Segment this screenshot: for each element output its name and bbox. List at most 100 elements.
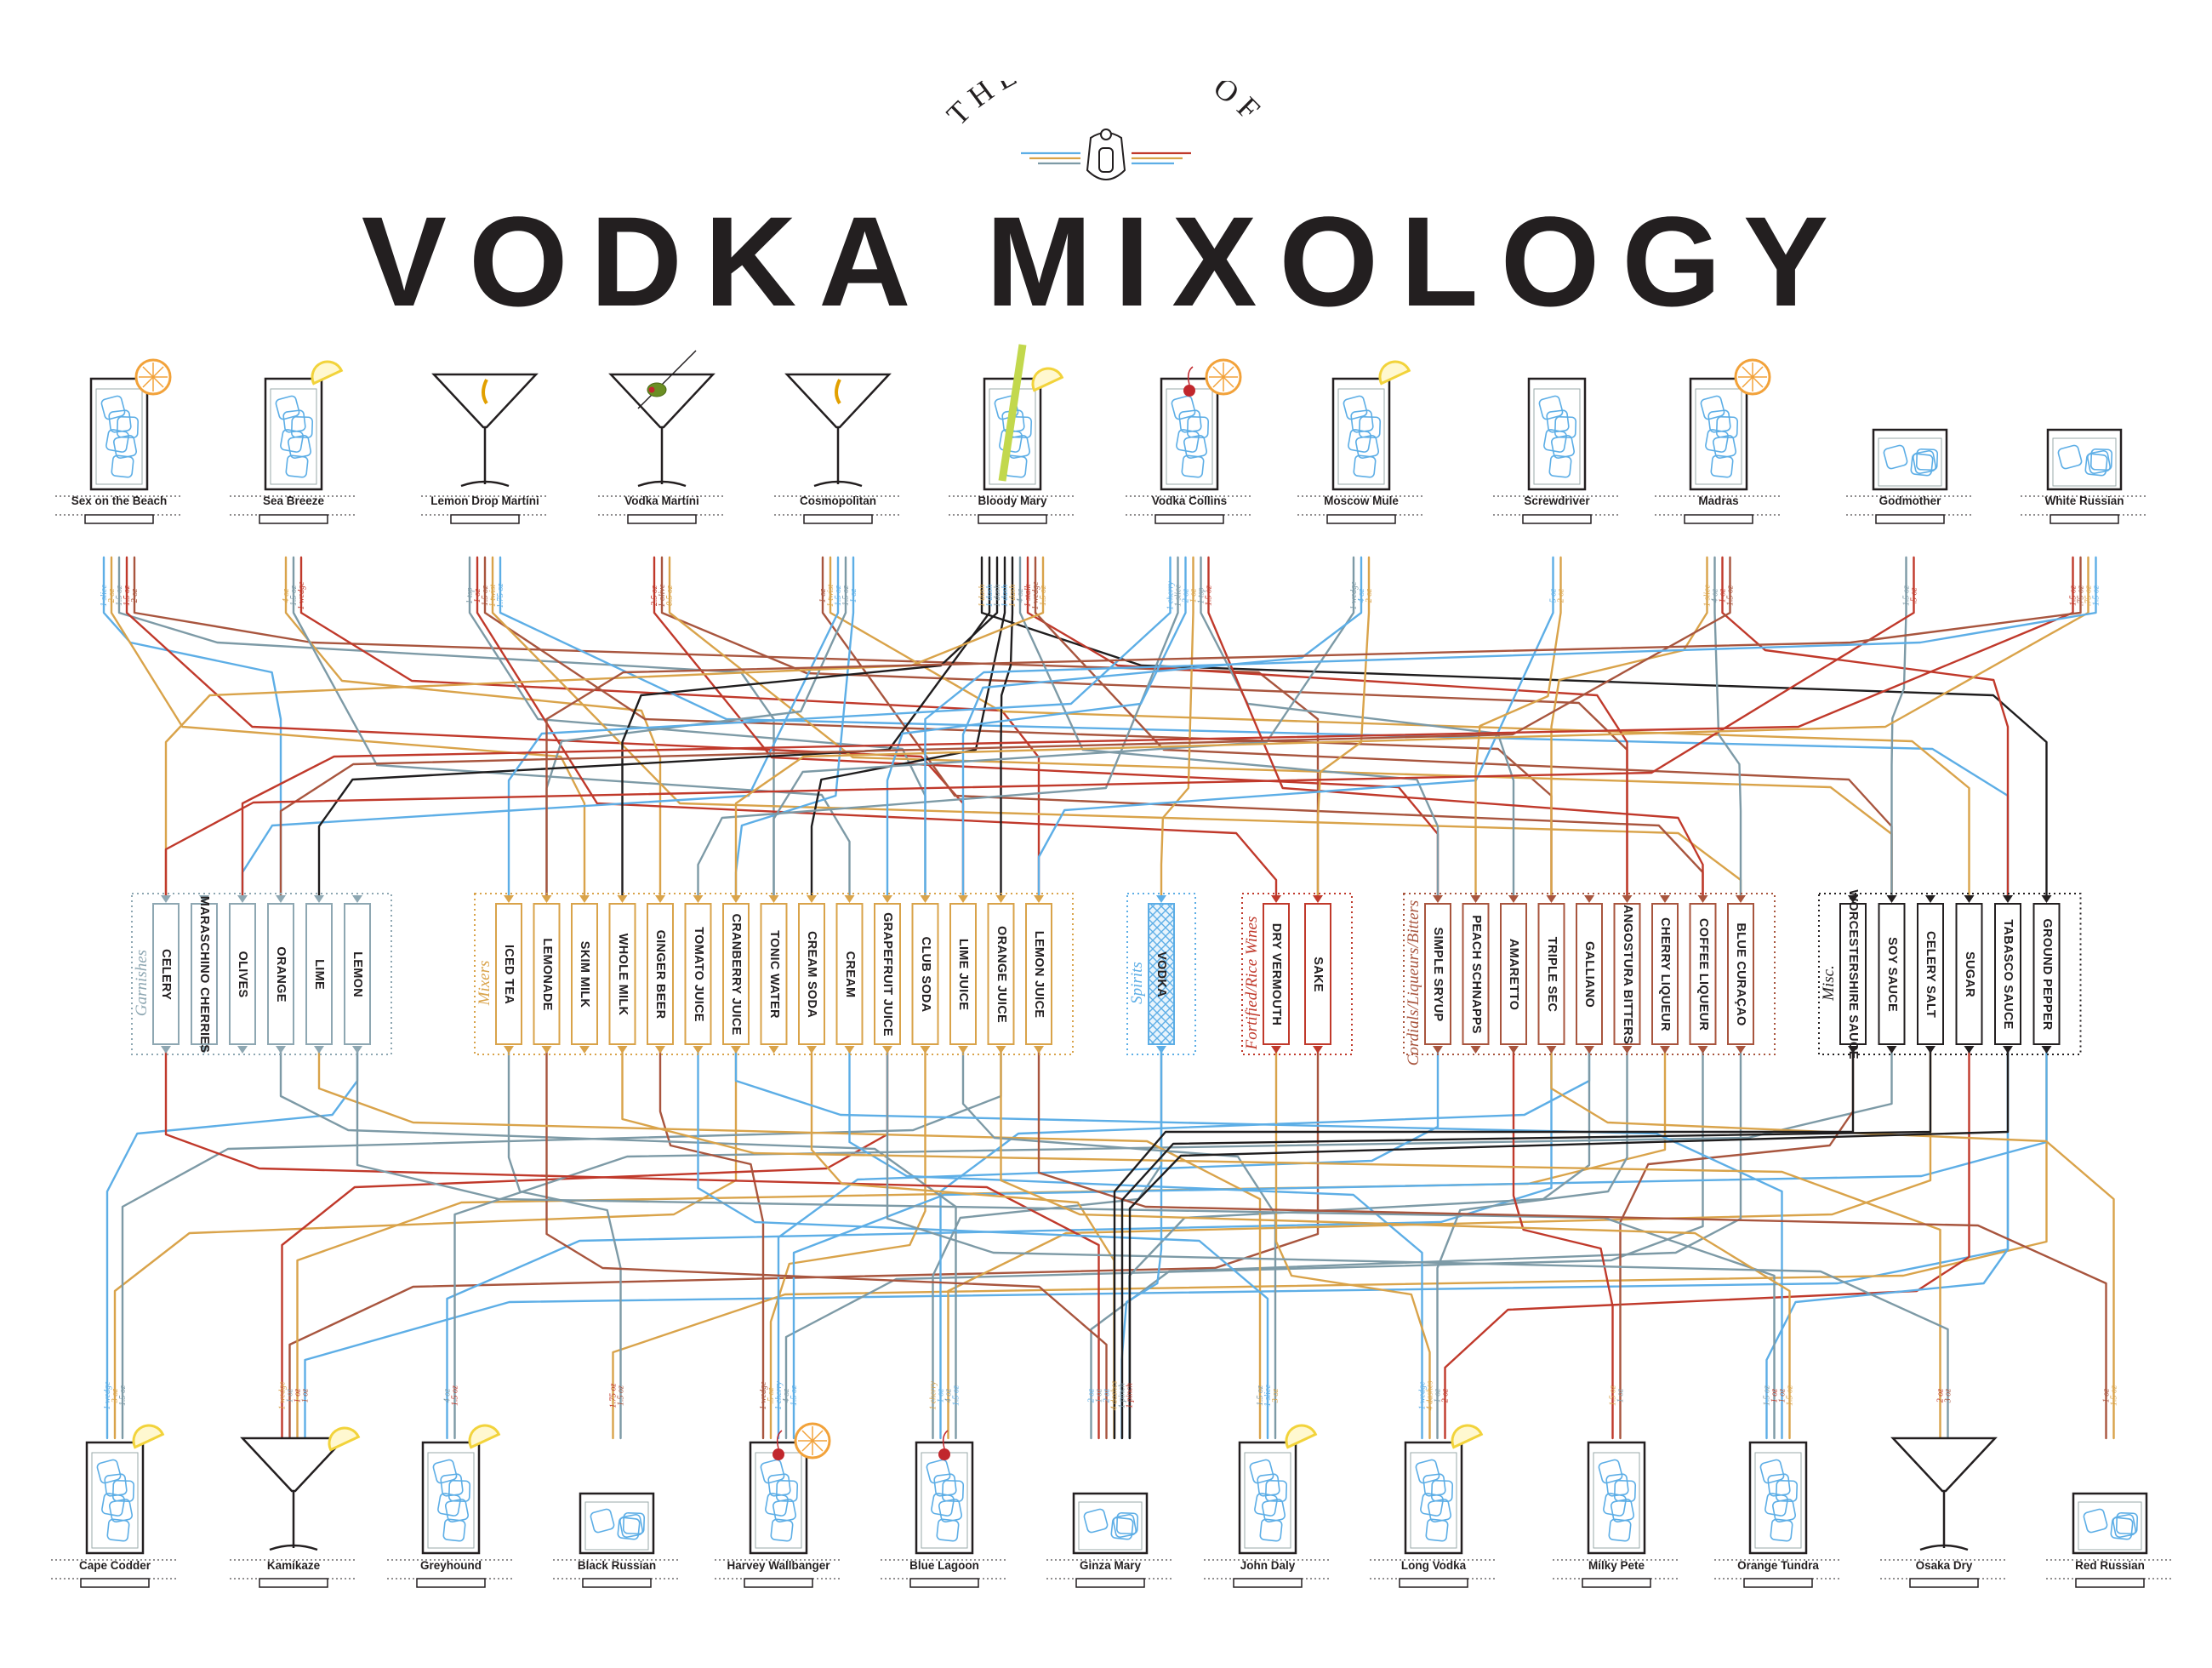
cherry-icon (1183, 385, 1195, 397)
ingredient-coffee-liqueur: COFFEE LIQUEUR (1696, 917, 1710, 1031)
long-vodka-glass (1370, 1424, 1497, 1588)
ingredient-box (1994, 903, 2021, 1045)
ice-cube-icon (448, 1479, 471, 1503)
ice-cube-icon (1181, 454, 1205, 478)
amount-label: 2 oz (1103, 1389, 1112, 1403)
ice-cube-icon (2084, 453, 2108, 477)
cocktail-name: Madras (1698, 494, 1739, 507)
ingredient-box (684, 903, 712, 1045)
arrow-out-icon (1470, 1046, 1481, 1054)
arrow-in-icon (276, 895, 286, 903)
lemon-peel-icon (482, 379, 488, 405)
ingredient-box (2032, 903, 2061, 1045)
lemon-wedge-icon (468, 1424, 501, 1449)
ingredient-maraschino-cherries: MARASCHINO CHERRIES (197, 895, 211, 1053)
amount-label: 4 oz (944, 1389, 954, 1403)
route-line (317, 556, 991, 902)
route-line (810, 556, 1006, 902)
olive-icon (647, 382, 667, 397)
arrow-in-icon (1886, 895, 1897, 903)
cocktail-name: Long Vodka (1400, 1559, 1467, 1572)
ice-cube-icon (275, 395, 300, 420)
arrow-in-icon (1925, 895, 1936, 903)
amount-label: 1 dash (1008, 585, 1018, 607)
route-line (1120, 1046, 1932, 1440)
amount-label: 2 oz (1557, 589, 1566, 603)
ingredient-tabasco-sauce: TABASCO SAUCE (2001, 918, 2015, 1030)
ice-cube-icon (2112, 1513, 2137, 1539)
ingredient-box (571, 903, 598, 1045)
lemon-drop-martini-glass (421, 373, 549, 524)
ingredient-olives: OLIVES (236, 951, 249, 997)
arrow-in-icon (1313, 895, 1323, 903)
amount-label: 1 pinch (1126, 1383, 1135, 1408)
route-line (1274, 1046, 1431, 1440)
route-line (545, 556, 847, 902)
arrow-out-icon (1034, 1046, 1044, 1054)
route-line (446, 1046, 1553, 1440)
cherry-icon (938, 1448, 950, 1460)
ice-cube-icon (1764, 1493, 1788, 1517)
ingredient-angostura-bitters: ANGOSTURA BITTERS (1620, 904, 1634, 1044)
amount-label: 1.5 oz (1039, 586, 1048, 606)
ice-cube-icon (1358, 415, 1382, 439)
arrow-out-icon (2003, 1046, 2013, 1054)
red-russian-glass (2046, 1492, 2174, 1588)
ice-cube-icon (1770, 1518, 1793, 1542)
amount-label: 1 oz (1189, 589, 1199, 603)
arrow-in-icon (161, 895, 171, 903)
amount-label: 3 oz (1271, 1389, 1280, 1404)
route-line (1474, 556, 1562, 902)
route-line (792, 1046, 2048, 1440)
amount-label: 0.5 oz (665, 586, 675, 606)
ice-cube-icon (1115, 1511, 1139, 1535)
arrow-in-icon (1271, 895, 1281, 903)
amount-label: 2 oz (107, 589, 117, 603)
route-line (1550, 556, 1708, 902)
lemon-wedge-icon (311, 360, 344, 386)
amount-label: 2 oz (1087, 1389, 1097, 1403)
arrow-out-icon (693, 1046, 704, 1054)
arrow-in-icon (1584, 895, 1594, 903)
route-line (961, 556, 1363, 902)
amount-label: .5 oz (767, 1387, 776, 1403)
amount-label: 1.5 oz (2069, 586, 2078, 606)
ingredient-box (1727, 903, 1754, 1045)
ingredient-box (305, 903, 333, 1045)
ingredient-box (949, 903, 977, 1045)
ice-cube-icon (116, 415, 140, 439)
ice-cube-icon (1415, 1459, 1440, 1484)
route-line (545, 1046, 1108, 1440)
cocktail-name: John Daly (1240, 1559, 1296, 1572)
route-line (777, 1046, 1440, 1440)
arrow-in-icon (1736, 895, 1746, 903)
arrow-in-icon (807, 895, 817, 903)
amount-label: 1 oz (849, 589, 858, 603)
orange-tundra-glass (1714, 1441, 1842, 1588)
ingredient-box (229, 903, 256, 1045)
ingredient-vodka: VODKA (1154, 951, 1168, 997)
amount-label: 1.5 oz (1609, 1385, 1618, 1406)
ingredient-blue-cura-ao: BLUE CURAÇAO (1734, 922, 1747, 1026)
arrow-out-icon (504, 1046, 514, 1054)
route-line (612, 1046, 2048, 1440)
cocktail-name: Black Russian (577, 1559, 657, 1572)
arrow-in-icon (958, 895, 968, 903)
arrow-out-icon (1433, 1046, 1443, 1054)
amount-label: 1 dash (978, 585, 987, 607)
route-line (507, 1046, 622, 1440)
ingredient-simple-sryup: SIMPLE SRYUP (1431, 926, 1445, 1022)
amount-label: 1 wedge (278, 1381, 288, 1410)
ingredient-cream: CREAM (842, 951, 857, 997)
route-line (1713, 556, 1742, 902)
ice-cube-icon (1186, 415, 1210, 439)
ice-cube-icon (290, 415, 314, 439)
amount-label: 1 wedge (103, 1381, 112, 1410)
ice-cube-icon (1249, 1459, 1274, 1484)
amount-label: 1 twist (826, 585, 835, 608)
arrow-out-icon (995, 1046, 1006, 1054)
arrow-out-icon (1925, 1046, 1936, 1054)
ice-cube-icon (1430, 1479, 1454, 1503)
amount-label: 3 oz (1944, 1389, 1953, 1404)
